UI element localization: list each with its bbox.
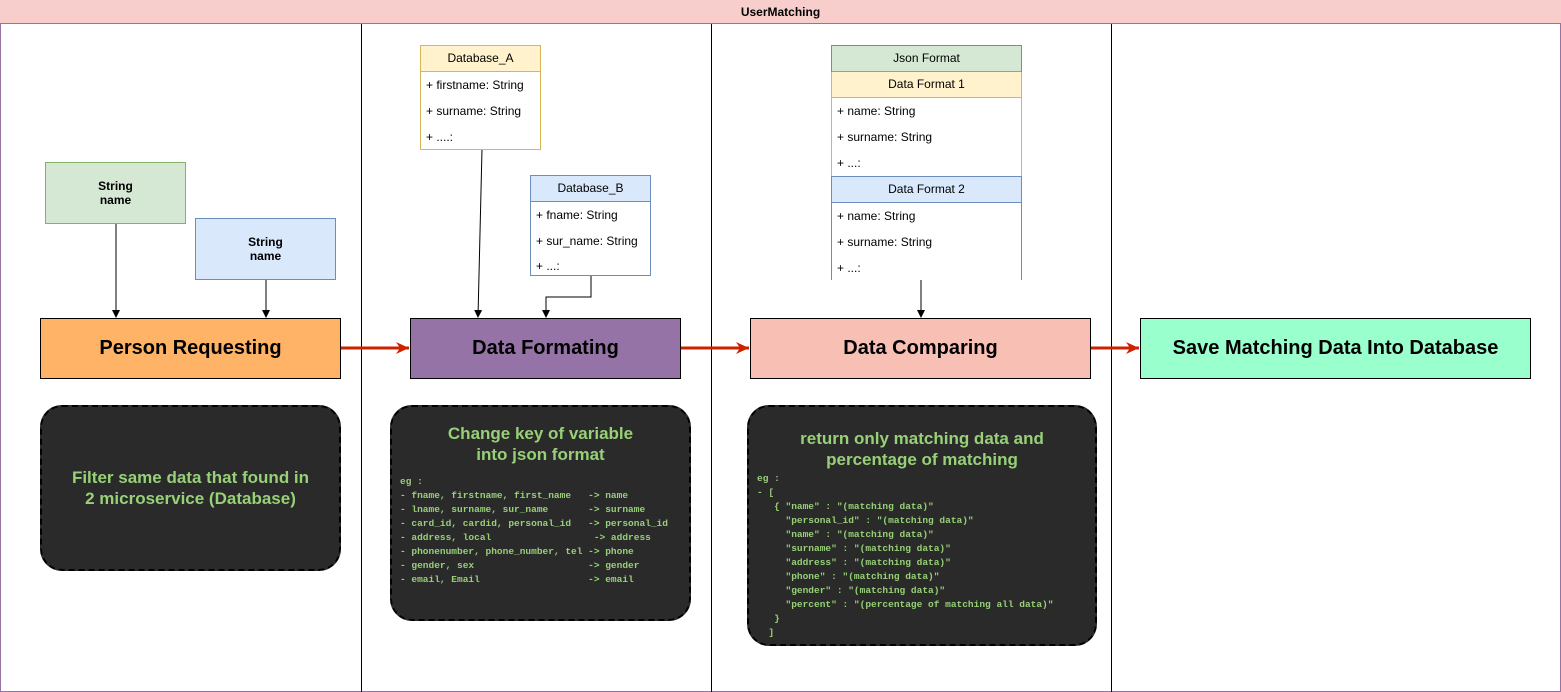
note-title: return only matching data and percentage… — [800, 429, 1044, 469]
note-code: eg : - [ { "name" : "(matching data)" "p… — [757, 473, 1054, 638]
database-a-title: Database_A — [421, 46, 540, 72]
string-name-label: String name — [98, 179, 133, 207]
database-a-class: Database_A + firstname: String + surname… — [420, 45, 541, 150]
database-b-field: + ...: — [536, 259, 560, 273]
lane-divider-3 — [1111, 24, 1112, 692]
database-b-title: Database_B — [531, 176, 650, 202]
string-name-label: String name — [248, 235, 283, 263]
connector-database-a-to-formating — [474, 148, 483, 318]
step-label: Data Comparing — [843, 337, 998, 359]
data-format-1-field: + ...: — [837, 156, 861, 170]
note-return-matching: return only matching data and percentage… — [747, 405, 1097, 646]
connector-database-b-to-formating — [542, 275, 592, 318]
database-b-field: + sur_name: String — [536, 234, 638, 248]
data-format-1-class: Data Format 1 + name: String + surname: … — [831, 72, 1022, 176]
note-filter-data: Filter same data that found in 2 microse… — [40, 405, 341, 571]
pool-title: UserMatching — [0, 0, 1561, 24]
database-a-field: + firstname: String — [426, 78, 524, 92]
note-change-key: Change key of variable into json format … — [390, 405, 691, 621]
step-save-matching-data: Save Matching Data Into Database — [1140, 318, 1531, 379]
string-name-input-blue: String name — [195, 218, 336, 280]
data-format-1-title: Data Format 1 — [832, 72, 1021, 98]
data-format-2-class: Data Format 2 + name: String + surname: … — [832, 176, 1021, 280]
step-label: Data Formating — [472, 337, 619, 359]
step-label: Save Matching Data Into Database — [1172, 337, 1499, 359]
database-a-field: + surname: String — [426, 104, 522, 118]
lane-divider-1 — [361, 24, 362, 692]
database-b-class: Database_B + fname: String + sur_name: S… — [530, 175, 651, 276]
data-format-2-field: + surname: String — [837, 235, 933, 249]
database-a-field: + ....: — [426, 130, 454, 144]
data-format-2-field: + name: String — [837, 209, 916, 223]
json-format-container: Json Format Data Format 1 + name: String… — [831, 45, 1022, 280]
note-title: Change key of variable into json format — [447, 424, 634, 464]
note-title: Filter same data that found in 2 microse… — [71, 468, 310, 508]
step-data-comparing: Data Comparing — [750, 318, 1091, 379]
note-code: eg : - fname, firstname, first_name -> n… — [400, 476, 668, 585]
lane-divider-2 — [711, 24, 712, 692]
data-format-2-title: Data Format 2 — [832, 176, 1021, 203]
string-name-input-green: String name — [45, 162, 186, 224]
data-format-2-field: + ...: — [837, 261, 861, 275]
step-person-requesting: Person Requesting — [40, 318, 341, 379]
database-b-field: + fname: String — [536, 208, 618, 222]
step-label: Person Requesting — [99, 337, 282, 359]
step-data-formating: Data Formating — [410, 318, 681, 379]
data-format-1-field: + surname: String — [837, 130, 933, 144]
data-format-1-field: + name: String — [837, 104, 916, 118]
json-format-title: Json Format — [832, 46, 1021, 72]
